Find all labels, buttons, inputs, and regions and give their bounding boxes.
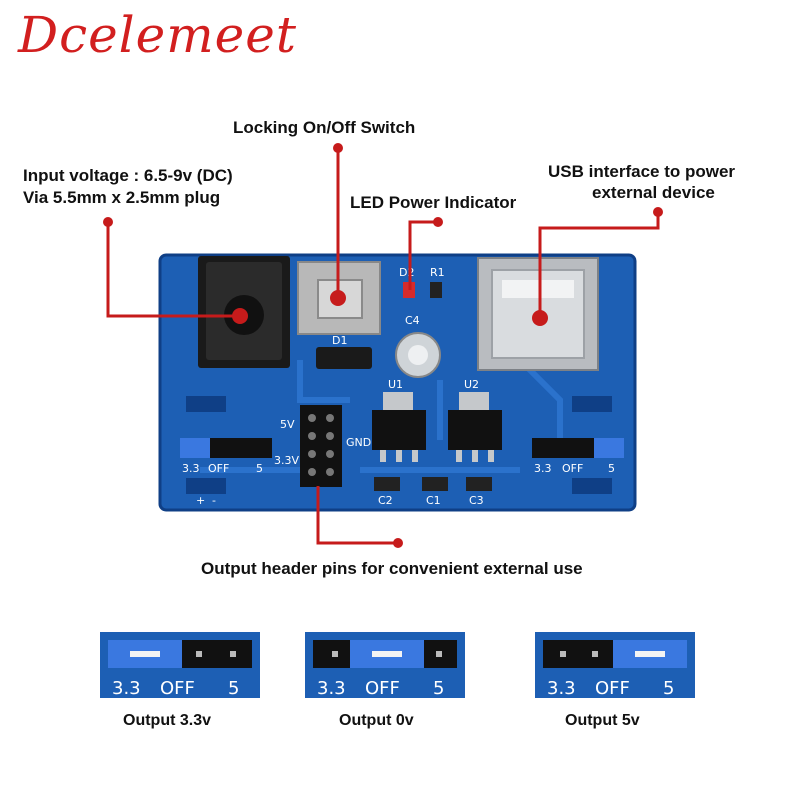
callout-dot-switch-top: [333, 143, 343, 153]
silk-u1: U1: [388, 378, 403, 391]
silk-minus: -: [212, 494, 216, 507]
panel2-off: OFF: [365, 678, 400, 699]
silk-right-5: 5: [608, 462, 615, 475]
silk-u2: U2: [464, 378, 479, 391]
caption-output-3v3: Output 3.3v: [123, 712, 212, 729]
silk-right-off: OFF: [562, 462, 583, 475]
silk-left-off: OFF: [208, 462, 229, 475]
panel1-off: OFF: [160, 678, 195, 699]
panel3-off: OFF: [595, 678, 630, 699]
callout-dot-usb-top: [653, 207, 663, 217]
silk-5v: 5V: [280, 418, 295, 431]
silk-d2: D2: [399, 266, 414, 279]
callout-dot-led-top: [433, 217, 443, 227]
label-led: LED Power Indicator: [350, 193, 517, 212]
silk-c2: C2: [378, 494, 393, 507]
silk-c4: C4: [405, 314, 420, 327]
silk-right-33: 3.3: [534, 462, 552, 475]
panel3-5: 5: [663, 678, 674, 699]
silk-c3: C3: [469, 494, 484, 507]
output-header-pins: [300, 405, 342, 487]
callout-dot-header: [393, 538, 403, 548]
label-usb-line2: external device: [592, 183, 715, 202]
label-input-line2: Via 5.5mm x 2.5mm plug: [23, 188, 221, 207]
jumper-panel-1: 3.3 OFF 5: [100, 632, 260, 699]
silk-c1: C1: [426, 494, 441, 507]
panel1-5: 5: [228, 678, 239, 699]
panel1-33: 3.3: [112, 678, 141, 699]
brand-logo: Dcelemeet: [18, 6, 297, 64]
regulator-u1: [372, 392, 426, 462]
label-input-line1: Input voltage : 6.5-9v (DC): [23, 166, 233, 185]
panel3-33: 3.3: [547, 678, 576, 699]
caption-output-0v: Output 0v: [339, 712, 414, 729]
regulator-u2: [448, 392, 502, 462]
silk-left-33: 3.3: [182, 462, 200, 475]
label-switch: Locking On/Off Switch: [233, 118, 416, 137]
silk-left-5: 5: [256, 462, 263, 475]
callout-dot-usb: [532, 310, 548, 326]
panel2-5: 5: [433, 678, 444, 699]
panel2-33: 3.3: [317, 678, 346, 699]
silk-plus: +: [196, 494, 205, 507]
silk-d1: D1: [332, 334, 347, 347]
silk-gnd: GND: [346, 436, 371, 449]
diode-d1: [316, 347, 372, 369]
jumper-panel-2: 3.3 OFF 5: [305, 632, 465, 699]
label-header: Output header pins for convenient extern…: [201, 559, 583, 578]
caption-output-5v: Output 5v: [565, 712, 640, 729]
callout-dot-switch: [330, 290, 346, 306]
right-jumper: [532, 438, 624, 458]
callout-dot-input: [232, 308, 248, 324]
silk-3v3: 3.3V: [274, 454, 299, 467]
silk-r1: R1: [430, 266, 445, 279]
label-usb-line1: USB interface to power: [548, 162, 736, 181]
callout-dot-input-top: [103, 217, 113, 227]
left-jumper: [180, 438, 272, 458]
jumper-panel-3: 3.3 OFF 5: [535, 632, 695, 699]
